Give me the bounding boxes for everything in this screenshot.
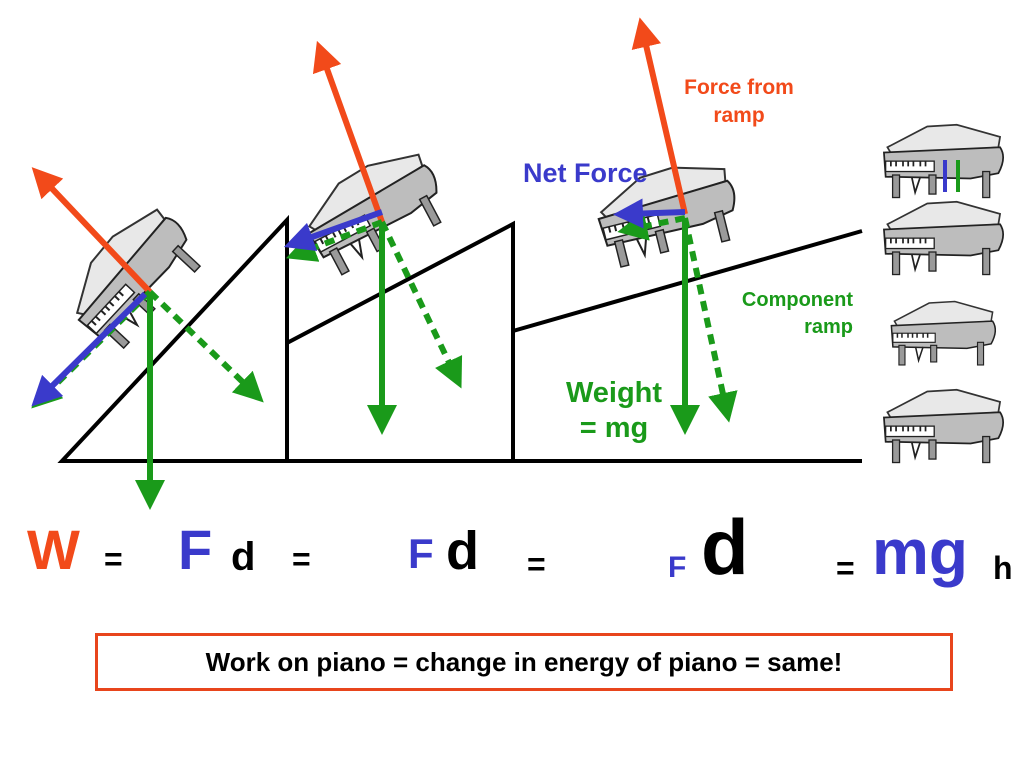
component-ramp-label: Component ramp (741, 289, 853, 338)
component-arrow-2b (379, 220, 463, 389)
eq-d-3: d (701, 503, 749, 591)
piano-stack-2 (882, 200, 1005, 276)
medium-ramp (285, 220, 515, 463)
component-arrow-1b (147, 289, 264, 403)
eq-W: W (27, 518, 80, 581)
piano-stack-4 (882, 388, 1005, 464)
net-force-arrow-1 (31, 291, 148, 407)
eq-equals-3: = (527, 546, 546, 582)
piano-medium-ramp (292, 139, 456, 281)
summary-box: Work on piano = change in energy of pian… (95, 633, 953, 691)
eq-mg: mg (872, 516, 968, 588)
component-arrow-3a (617, 211, 686, 241)
ramp-force-arrow-3 (631, 17, 688, 215)
eq-d-1: d (231, 535, 256, 579)
force-from-ramp-label: Force from ramp (684, 76, 794, 128)
summary-text: Work on piano = change in energy of pian… (205, 646, 843, 677)
net-force-arrow-3 (613, 198, 686, 229)
steep-ramp (57, 214, 289, 463)
net-force-arrow-2 (283, 209, 384, 252)
eq-equals-1: = (104, 541, 123, 577)
ramp-force-arrow-1 (31, 167, 153, 295)
net-force-label: Net Force (523, 158, 648, 188)
piano-stack-3 (890, 300, 997, 367)
eq-equals-4: = (836, 550, 855, 586)
ramp-force-arrow-2 (312, 40, 385, 224)
weight-label: Weight = mg (565, 377, 663, 444)
shallow-ramp (511, 229, 863, 461)
eq-F-1: F (178, 518, 213, 581)
component-arrow-3b (682, 217, 738, 423)
eq-equals-2: = (292, 541, 311, 577)
eq-h: h (993, 550, 1013, 586)
eq-F-3: F (668, 551, 687, 584)
eq-d-2: d (446, 521, 479, 581)
eq-F-2: F (408, 530, 434, 577)
